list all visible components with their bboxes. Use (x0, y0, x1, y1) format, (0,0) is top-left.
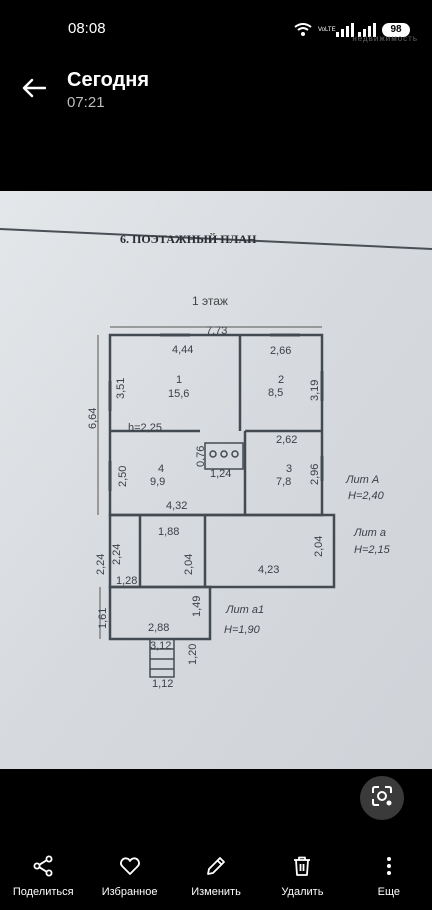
dim-stairs-bottom: 1,12 (152, 678, 173, 690)
dim-a-right-height: 2,04 (313, 536, 325, 557)
room-4-area: 9,9 (150, 476, 165, 488)
house-outline (108, 333, 336, 641)
dim-a-inner-top: 1,88 (158, 526, 179, 538)
edit-label: Изменить (191, 886, 241, 898)
dim-a1-left: 1,61 (97, 608, 109, 629)
window-marks (108, 333, 324, 491)
dim-r4-height: 2,50 (117, 466, 129, 487)
dim-a1-bottom: 2,88 (148, 622, 169, 634)
lit-a-label: Лит А (345, 474, 379, 486)
lit-a-small-label: Лит а (353, 527, 386, 539)
photo-time: 07:21 (67, 94, 105, 111)
status-time: 08:08 (68, 20, 106, 37)
floor-label: 1 этаж (192, 294, 228, 308)
stair-area: 1,24 (210, 468, 231, 480)
battery-icon: 98 (382, 23, 410, 37)
dim-stair-width: 0,76 (195, 446, 207, 467)
share-label: Поделиться (12, 886, 74, 898)
room-4-number: 4 (158, 463, 164, 475)
room-3-number: 3 (286, 463, 292, 475)
watermark-text: недвижимость (352, 34, 418, 43)
entrance-steps (149, 638, 175, 678)
more-vertical-icon (377, 854, 401, 878)
favorite-button[interactable]: Избранное (86, 846, 172, 910)
edit-button[interactable]: Изменить (173, 846, 259, 910)
page-title: Сегодня (67, 69, 150, 91)
dim-a-inner-height: 2,04 (183, 554, 195, 575)
dim-a-left-2: 2,24 (111, 544, 123, 565)
room-3-area: 7,8 (276, 476, 291, 488)
more-button[interactable]: Еще (346, 846, 432, 910)
arrow-left-icon (22, 78, 47, 103)
dim-a-bottom: 4,23 (258, 564, 279, 576)
photo-floor-plan[interactable]: 6. ПОЭТАЖНЫЙ ПЛАН 1 этаж (0, 191, 432, 769)
share-icon (31, 854, 55, 878)
dim-a-bottom-left: 1,28 (116, 575, 137, 587)
dim-mid-width: 4,32 (166, 500, 187, 512)
back-button[interactable] (18, 74, 50, 106)
wifi-icon (294, 23, 312, 37)
google-lens-button[interactable] (360, 776, 404, 820)
dim-stairs-height: 1,20 (187, 644, 199, 665)
trash-icon (290, 854, 314, 878)
ceiling-height: h=2,25 (128, 422, 162, 434)
room-1-number: 1 (176, 374, 182, 386)
share-button[interactable]: Поделиться (0, 846, 86, 910)
dim-a1-right: 1,49 (191, 596, 203, 617)
status-icons: VoLTE 98 (294, 20, 410, 40)
room-1-area: 15,6 (168, 388, 189, 400)
dim-r1-height: 3,51 (115, 378, 127, 399)
delete-label: Удалить (281, 886, 324, 898)
dim-top-total: 7,73 (206, 325, 227, 337)
dim-left-side: 6,64 (87, 408, 99, 429)
dim-a-left: 2,24 (95, 554, 107, 575)
dim-r2-height: 3,19 (309, 380, 321, 401)
dim-r3-height: 2,96 (309, 464, 321, 485)
pencil-icon (204, 854, 228, 878)
header: Сегодня 07:21 (0, 56, 432, 126)
status-bar: 08:08 VoLTE 98 недвижимость (0, 0, 432, 56)
lit-a-small-height: Н=2,15 (354, 544, 391, 556)
dim-top-left: 4,44 (172, 344, 193, 356)
stair-block (204, 442, 244, 470)
room-2-area: 8,5 (268, 387, 283, 399)
lit-a1-label: Лит а1 (225, 604, 264, 616)
volte-icon: VoLTE (318, 27, 336, 33)
dim-top-right: 2,66 (270, 345, 291, 357)
lens-icon (371, 785, 393, 812)
bottom-toolbar: Поделиться Избранное Изменить Удалить (0, 846, 432, 910)
plan-heading: 6. ПОЭТАЖНЫЙ ПЛАН (120, 232, 257, 246)
room-2-number: 2 (278, 374, 284, 386)
lit-a1-height: Н=1,90 (224, 624, 261, 636)
delete-button[interactable]: Удалить (259, 846, 345, 910)
more-label: Еще (377, 886, 401, 898)
dim-stairs-width: 3,12 (150, 640, 171, 652)
heart-icon (118, 854, 142, 878)
dim-r3-top: 2,62 (276, 434, 297, 446)
signal-icon (336, 23, 376, 37)
dimension-lines (97, 326, 322, 639)
lit-a-height: Н=2,40 (348, 490, 385, 502)
favorite-label: Избранное (101, 886, 158, 898)
